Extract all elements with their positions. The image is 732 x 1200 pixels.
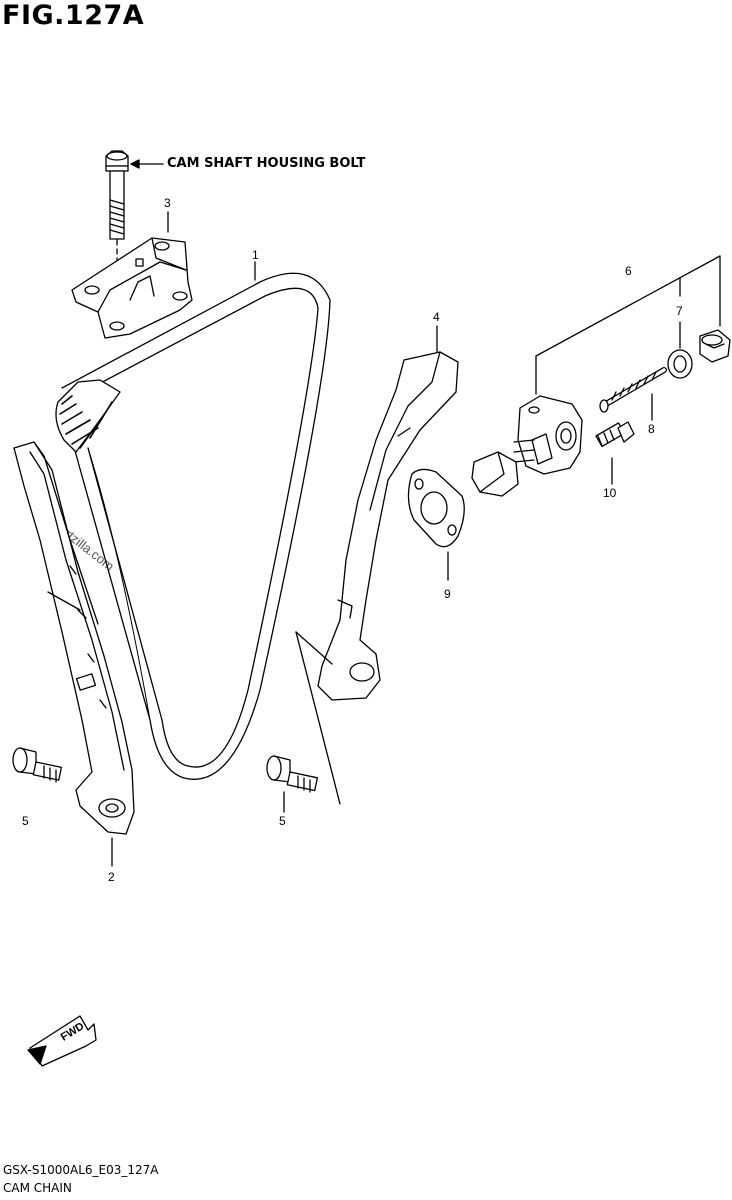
section-reference-line-2 — [295, 631, 333, 665]
guide-bolt-left — [12, 747, 63, 783]
part-label-10: 10 — [603, 486, 617, 500]
callout-label: CAM SHAFT HOUSING BOLT — [167, 156, 366, 171]
part-label-2: 2 — [108, 870, 115, 884]
tensioner-bolt — [595, 421, 635, 448]
model-code: GSX-S1000AL6_E03_127A — [3, 1163, 159, 1177]
section-reference-line — [295, 631, 341, 805]
rear-chain-guide — [13, 441, 135, 835]
part-label-5a: 5 — [22, 814, 29, 828]
forward-direction-arrow — [27, 1015, 97, 1067]
washer — [667, 349, 693, 379]
part-label-4: 4 — [433, 310, 440, 324]
part-label-7: 7 — [676, 304, 683, 318]
leader-6 — [535, 255, 721, 395]
cam-chain — [55, 272, 331, 780]
front-chain-guide — [317, 351, 459, 701]
part-label-8: 8 — [648, 422, 655, 436]
part-label-3: 3 — [164, 196, 171, 210]
callout-leader — [130, 159, 164, 169]
part-label-9: 9 — [444, 587, 451, 601]
tensioner-spring — [599, 367, 667, 413]
figure-title: FIG.127A — [2, 0, 145, 31]
part-label-1: 1 — [252, 248, 259, 262]
camshaft-housing-bolt — [105, 150, 129, 240]
upper-chain-guide — [71, 237, 193, 339]
tensioner-assembly — [471, 395, 583, 497]
part-label-5b: 5 — [279, 814, 286, 828]
tensioner-gasket — [407, 468, 465, 548]
plug-bolt — [699, 329, 731, 363]
guide-bolt-right — [266, 755, 319, 793]
part-label-6: 6 — [625, 264, 632, 278]
section-name: CAM CHAIN — [3, 1181, 72, 1195]
